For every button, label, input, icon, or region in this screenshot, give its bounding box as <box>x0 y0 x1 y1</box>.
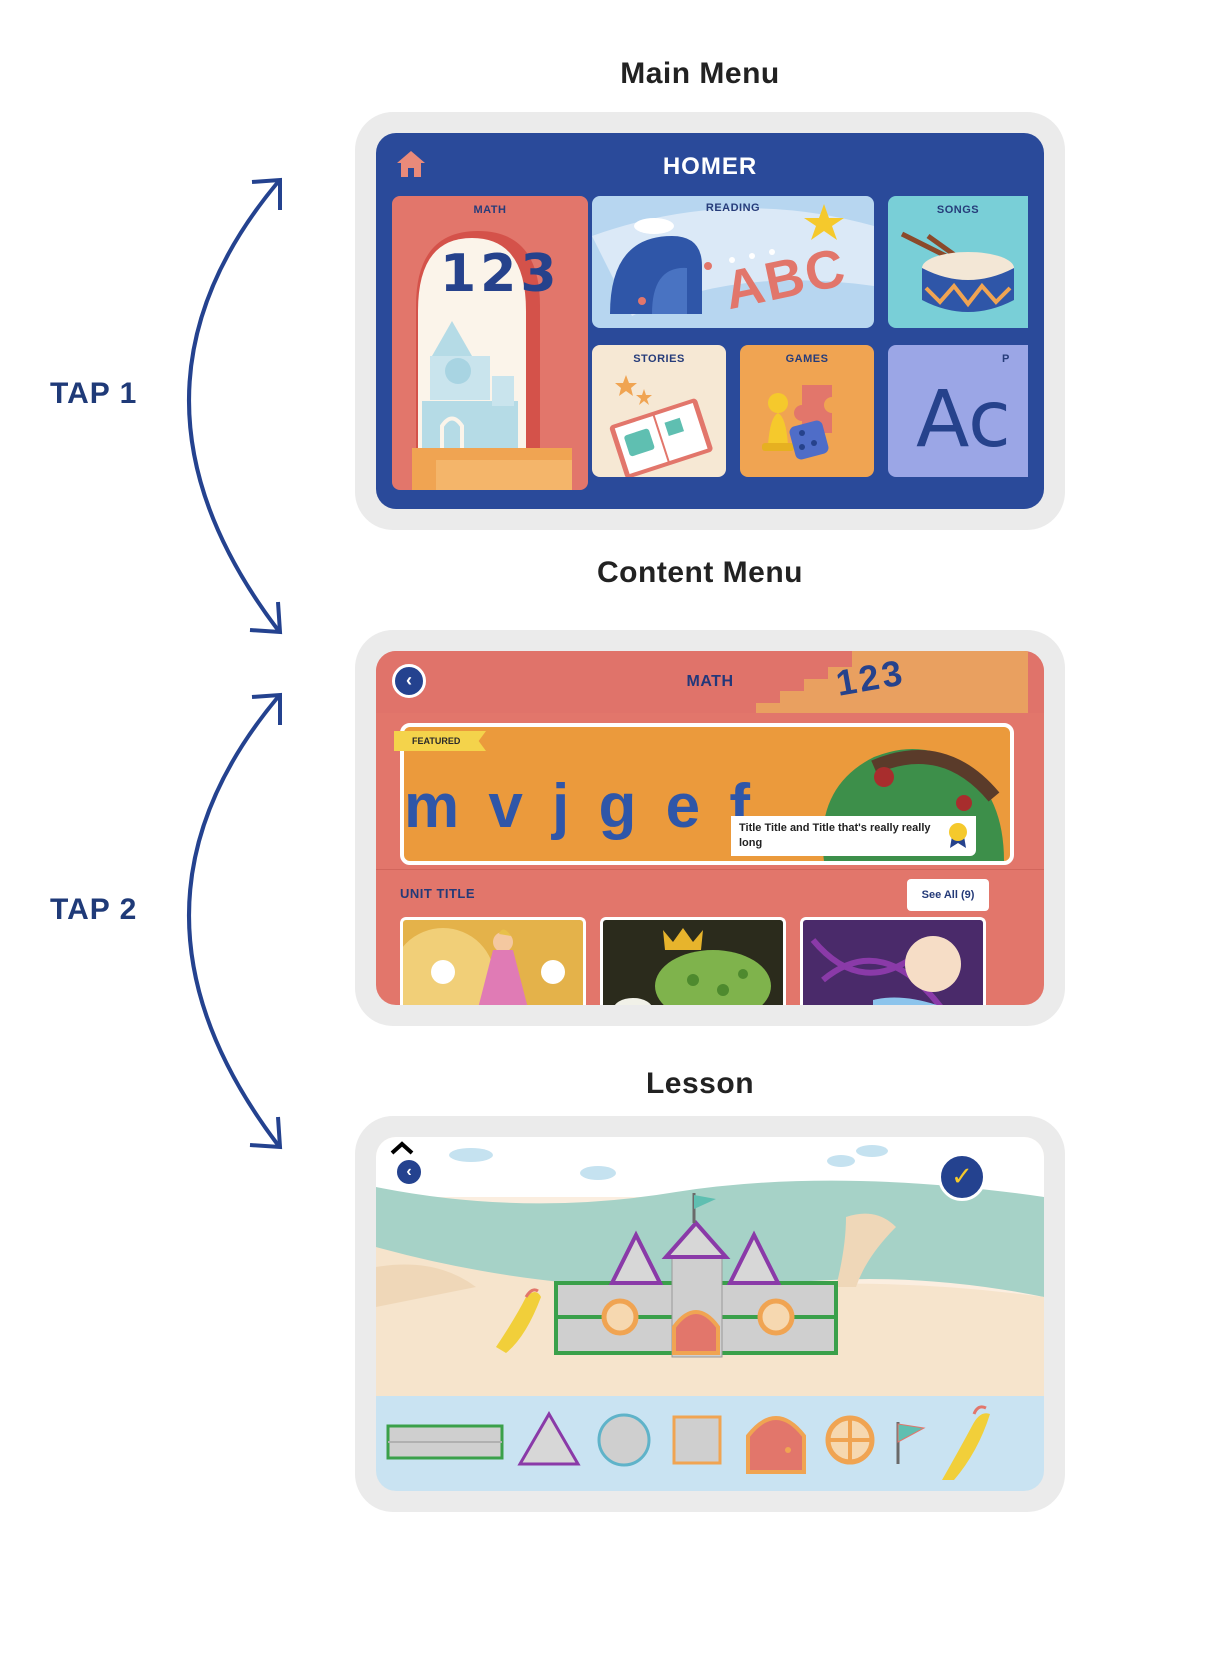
back-button[interactable]: ‹ <box>392 664 426 698</box>
tile-math-label: MATH <box>473 204 507 216</box>
lesson-back-button[interactable]: ‹ <box>394 1157 424 1187</box>
lesson-scene-icon <box>376 1137 1044 1407</box>
tap-2-label: TAP 2 <box>50 893 138 926</box>
content-menu-title: Content Menu <box>597 556 803 589</box>
round-stone-piece[interactable] <box>596 1412 652 1468</box>
tile-reading-label: READING <box>705 202 761 214</box>
triangle-piece[interactable] <box>516 1410 582 1468</box>
content-menu-screen: ‹ MATH 123 m v j g e f FEATURED Title Ti… <box>376 651 1044 1005</box>
content-title: MATH <box>686 673 734 690</box>
lesson-thumb-princess[interactable] <box>400 917 586 1005</box>
lesson-device: ‹ ✓ <box>355 1116 1065 1512</box>
lesson-screen: ‹ ✓ <box>376 1137 1044 1491</box>
brick-block-piece[interactable] <box>386 1424 504 1460</box>
main-menu-screen: HOMER MATH 123 <box>376 133 1044 509</box>
flag-piece[interactable] <box>892 1416 928 1466</box>
math-123-art: 123 <box>440 244 561 304</box>
ribbon-badge-icon <box>949 823 967 848</box>
frog-thumb-art-icon <box>614 928 771 1005</box>
baby-thumb-art-icon <box>810 936 961 1005</box>
stairs-art-icon <box>756 651 1028 713</box>
content-menu-device: ‹ MATH 123 m v j g e f FEATURED Title Ti… <box>355 630 1065 1026</box>
shape-tray <box>376 1396 1044 1491</box>
see-all-button[interactable]: See All (9) <box>907 879 989 911</box>
main-menu-device: HOMER MATH 123 <box>355 112 1065 530</box>
tile-math[interactable]: MATH 123 <box>392 196 588 490</box>
door-piece[interactable] <box>744 1406 808 1474</box>
round-window-piece[interactable] <box>824 1414 876 1466</box>
content-header: ‹ MATH 123 <box>376 651 1044 713</box>
tile-songs-label: SONGS <box>936 204 980 216</box>
section-divider <box>376 869 1044 870</box>
unit-title: UNIT TITLE <box>400 886 476 901</box>
home-roof-icon <box>390 1141 414 1155</box>
tile-partial-label: P <box>1002 353 1010 365</box>
featured-letters-art: m v j g e f <box>404 772 756 841</box>
featured-caption-text: Title Title and Title that's really real… <box>739 822 931 849</box>
practice-letters-art: Ac <box>916 375 1011 465</box>
math-arch-icon <box>412 231 572 490</box>
tile-stories[interactable]: STORIES <box>592 345 726 477</box>
game-pieces-icon <box>762 385 832 460</box>
lesson-thumb-frog[interactable] <box>600 917 786 1005</box>
book-icon <box>609 375 713 477</box>
tile-stories-label: STORIES <box>633 353 685 365</box>
featured-caption: Title Title and Title that's really real… <box>731 816 976 856</box>
tile-songs[interactable]: SONGS <box>888 196 1028 328</box>
lesson-title: Lesson <box>645 1067 755 1100</box>
square-stone-piece[interactable] <box>671 1414 723 1466</box>
slide-piece[interactable] <box>938 1402 998 1482</box>
tap-1-label: TAP 1 <box>50 377 138 410</box>
tap-2-arrow-icon <box>187 692 283 1150</box>
princess-thumb-art-icon <box>403 928 565 1005</box>
tile-games-label: GAMES <box>785 353 829 365</box>
tile-practice-partial[interactable]: P Ac <box>888 345 1028 477</box>
tile-reading[interactable]: READING ABC <box>592 196 874 328</box>
drum-icon <box>900 231 1014 312</box>
main-menu-title: Main Menu <box>620 57 780 90</box>
tap-1-arrow-icon <box>187 177 283 635</box>
reading-art-icon <box>592 204 874 316</box>
home-icon[interactable] <box>394 149 428 179</box>
tile-games[interactable]: GAMES <box>740 345 874 477</box>
featured-tag: FEATURED <box>394 731 486 751</box>
check-button[interactable]: ✓ <box>938 1153 986 1201</box>
lesson-thumb-baby[interactable] <box>800 917 986 1005</box>
homer-logo: HOMER <box>662 153 758 180</box>
